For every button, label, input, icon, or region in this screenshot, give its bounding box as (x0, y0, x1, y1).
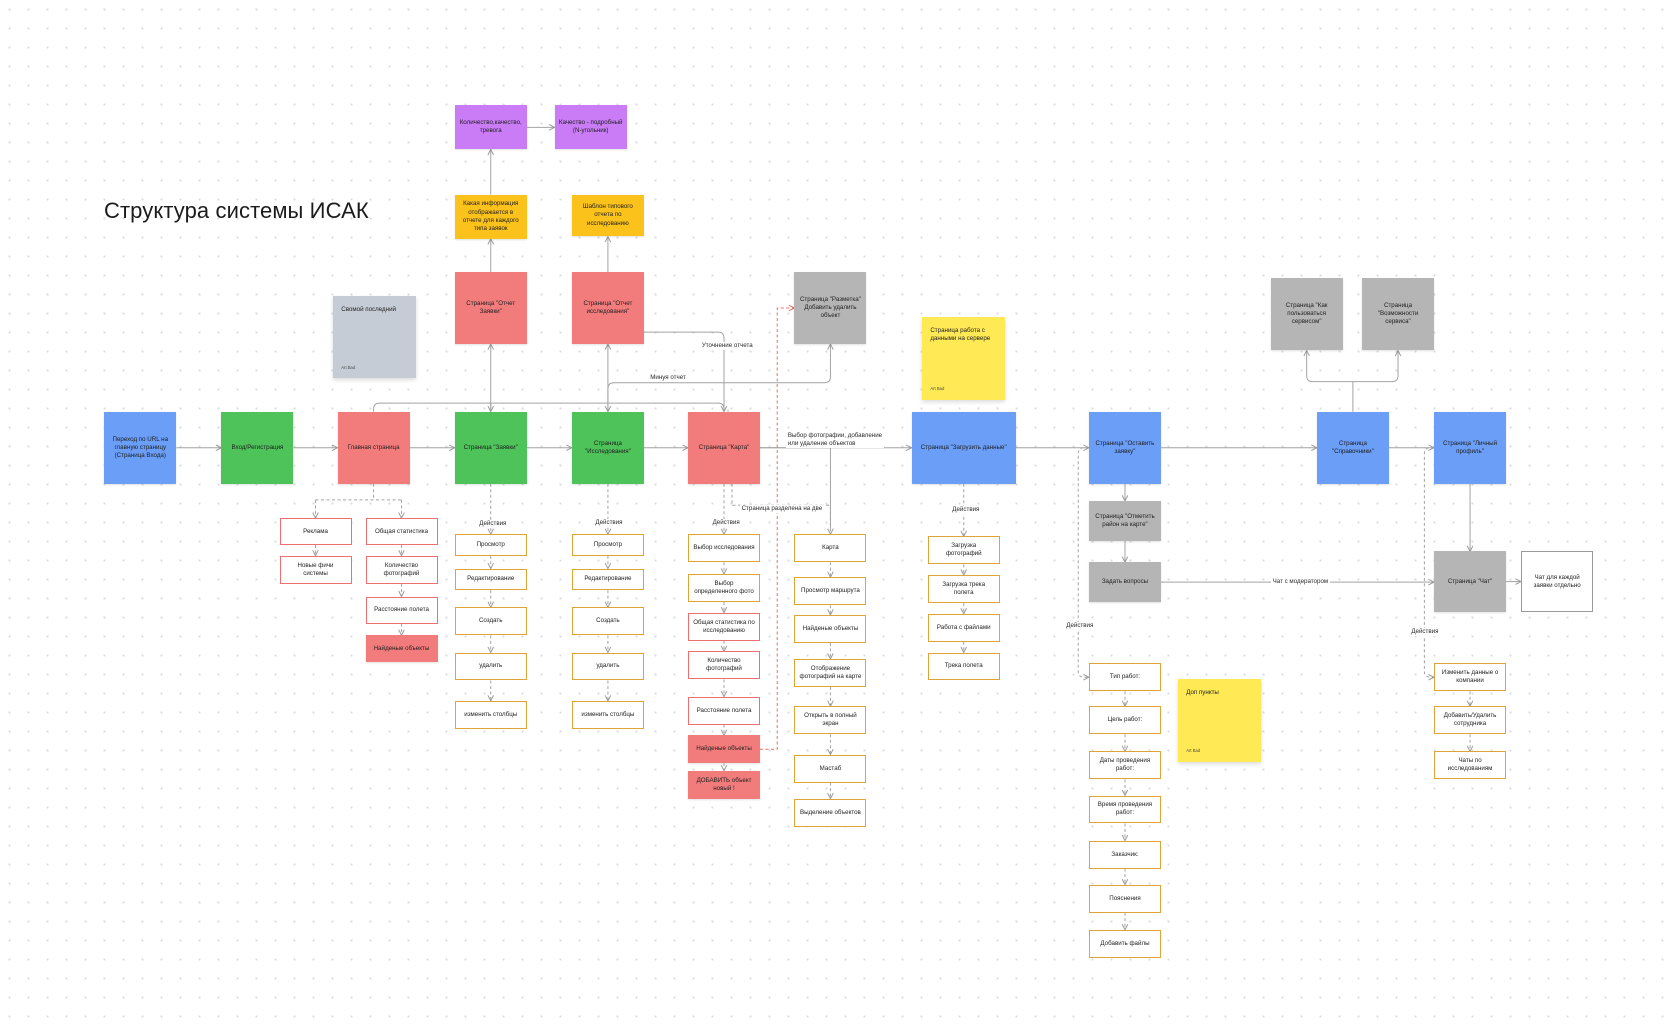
connector-70 (1077, 447, 1089, 678)
edge-label-razdel: Страница разделена на две (739, 505, 825, 513)
sticky-author: Art Bad (930, 386, 945, 392)
node-login[interactable]: Вход/Регистрация (221, 411, 294, 484)
edge-label-dz: Действия (477, 520, 509, 529)
node-u1[interactable]: Загрузка фотографий (927, 536, 1000, 565)
node-z3[interactable]: Создать (454, 607, 527, 636)
node-p3[interactable]: Чаты по исследованиям (1434, 751, 1507, 780)
node-z1[interactable]: Просмотр (454, 534, 527, 556)
edge-label-vybor: Выбор фотографии, добавление или удалени… (785, 432, 885, 448)
edge-label-dl: Действия (1064, 622, 1096, 631)
node-i3[interactable]: Создать (571, 607, 644, 636)
node-l7[interactable]: Добавить файлы (1088, 929, 1161, 958)
node-k4[interactable]: Количество фотографий (688, 651, 761, 680)
node-l1[interactable]: Тип работ: (1088, 663, 1161, 692)
node-zayavki[interactable]: Страница "Заявки" (454, 411, 527, 484)
node-naid1[interactable]: Найденые объекты (365, 635, 438, 663)
node-issled[interactable]: Страница "Исследования" (571, 411, 644, 484)
connector-15 (373, 402, 724, 412)
node-l2[interactable]: Цель работ: (1088, 706, 1161, 735)
edge-label-chatmod: Чат с модератором (1270, 578, 1331, 587)
edge-label-du: Действия (950, 506, 982, 515)
node-i4[interactable]: удалить (571, 652, 644, 681)
diagram-title: Структура системы ИСАК (104, 198, 369, 223)
node-otmetit[interactable]: Страница "Отметить район на карте" (1088, 500, 1161, 541)
connector-18 (607, 344, 831, 404)
edge-label-di: Действия (593, 519, 625, 527)
node-info[interactable]: Какая информация отображается в отчете д… (454, 194, 527, 239)
node-reklama[interactable]: Реклама (279, 518, 352, 546)
node-m3[interactable]: Найденые объекты (794, 614, 867, 643)
node-kolfoto[interactable]: Количество фотографий (365, 555, 438, 584)
sticky-text: Свомой последний (341, 305, 396, 313)
node-i2[interactable]: Редактирование (571, 568, 644, 591)
node-sprav[interactable]: Страница "Справочники" (1316, 411, 1389, 484)
node-z2[interactable]: Редактирование (454, 568, 527, 591)
node-l3[interactable]: Даты проведения работ: (1088, 751, 1161, 780)
node-upload[interactable]: Страница "Загрузить данные" (911, 411, 1016, 484)
connector-76 (1423, 447, 1434, 678)
connector-66 (760, 447, 831, 529)
node-m1[interactable]: Карта (794, 534, 867, 563)
node-l6[interactable]: Пояснения (1088, 884, 1161, 913)
node-zadat[interactable]: Задать вопросы (1088, 562, 1161, 602)
node-u4[interactable]: Трека полета (927, 652, 1000, 681)
sticky-text: Доп пункты (1186, 689, 1219, 697)
node-shablon[interactable]: Шаблон типового отчета по исследованию (571, 194, 644, 237)
connector-72 (1307, 350, 1353, 383)
node-u3[interactable]: Работа с файлами (927, 613, 1000, 642)
sticky-author: Art Bad (1186, 748, 1201, 754)
edge-label-dp: Действия (1409, 627, 1441, 636)
node-i5[interactable]: изменить столбцы (571, 700, 644, 729)
node-chatEach[interactable]: Чат для каждой заявки отдельно (1521, 551, 1594, 612)
node-chat[interactable]: Страница "Чат" (1434, 551, 1507, 612)
node-m2[interactable]: Просмотр маршрута (794, 577, 867, 606)
node-l5[interactable]: Заказчик: (1088, 840, 1161, 869)
node-k5[interactable]: Расстояние полета (688, 696, 761, 725)
node-main[interactable]: Главная страница (337, 411, 410, 484)
node-u2[interactable]: Загрузка трека полета (927, 575, 1000, 604)
node-m6[interactable]: Мастаб (794, 754, 867, 783)
node-karta[interactable]: Страница "Карта" (688, 411, 761, 484)
edge-label-minue: Минуя отчет (648, 374, 688, 382)
node-i1[interactable]: Просмотр (571, 534, 644, 556)
node-novye[interactable]: Новые фичи системы (279, 555, 352, 584)
node-l4[interactable]: Время проведения работ: (1088, 795, 1161, 824)
node-p2[interactable]: Добавить/Удалить сотрудника (1434, 706, 1507, 735)
connector-73 (1352, 350, 1398, 383)
node-k2[interactable]: Выбор определенного фото (688, 574, 761, 602)
node-k6[interactable]: Найденые объекты (688, 735, 761, 764)
node-razmetka[interactable]: Страница "Разметка" Добавить удалить объ… (794, 271, 867, 344)
node-url[interactable]: Переход по URL на главную страницу (Стра… (104, 411, 177, 484)
node-leave[interactable]: Страница "Оставить заявку" (1088, 411, 1161, 484)
sticky-author: Art Bad (341, 364, 356, 370)
node-m7[interactable]: Выделение объектов (794, 798, 867, 827)
node-rasst[interactable]: Расстояние полета (365, 596, 438, 624)
node-z5[interactable]: изменить столбцы (454, 700, 527, 729)
edge-label-utoch: Уточнение отчета (699, 341, 755, 350)
node-k7[interactable]: ДОБАВИТЬ объект новый ! (688, 770, 761, 799)
node-otchetZ[interactable]: Страница "Отчет Заявки" (454, 271, 527, 344)
node-k1[interactable]: Выбор исследования (688, 534, 761, 563)
node-otchetI[interactable]: Страница "Отчет исследования" (571, 271, 644, 344)
node-m5[interactable]: Открыть в полный экран (794, 706, 867, 735)
node-p1[interactable]: Изменить данные о компании (1434, 663, 1507, 692)
node-howto[interactable]: Страница "Как пользоваться сервисом" (1270, 278, 1343, 351)
node-kach[interactable]: Качество - подробный (N-угольник) (554, 105, 627, 150)
node-profile[interactable]: Страница "Личный профиль" (1434, 411, 1507, 484)
node-kolich[interactable]: Количество,качество, тревога (454, 105, 527, 150)
node-vozm[interactable]: Страница "Возможности сервиса" (1362, 278, 1435, 351)
node-obsh[interactable]: Общая статистика (365, 518, 438, 546)
edge-label-dk: Действия (710, 519, 742, 527)
connector-21 (760, 308, 794, 750)
sticky-text: Страница работа с данными на сервере (930, 327, 991, 343)
node-z4[interactable]: удалить (454, 652, 527, 681)
node-m4[interactable]: Отображение фотографий на карте (794, 658, 867, 687)
node-k3[interactable]: Общая статистика по исследованию (688, 612, 761, 641)
